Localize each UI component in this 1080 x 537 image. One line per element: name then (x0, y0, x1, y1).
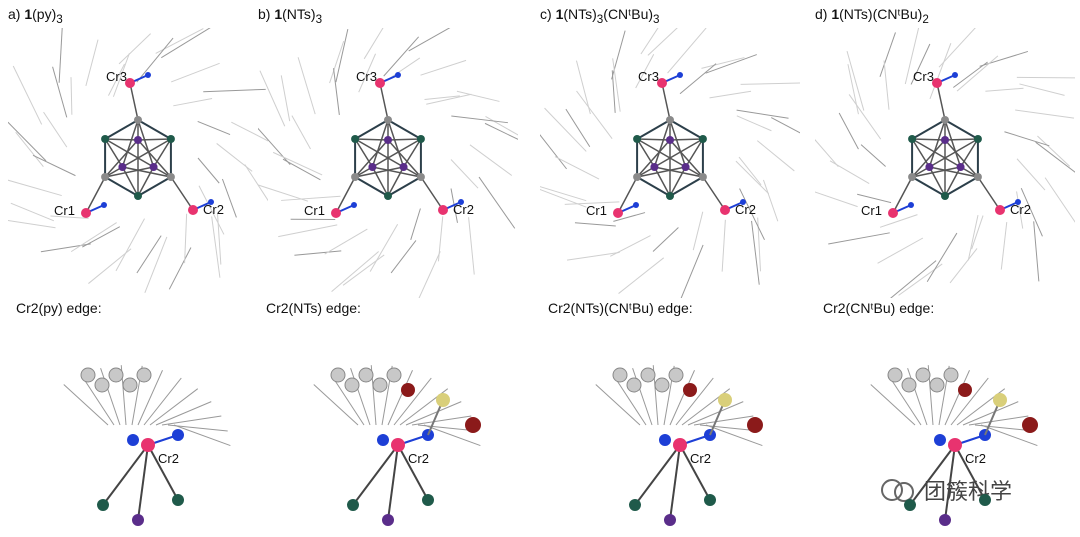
atom (384, 116, 392, 124)
atom (166, 173, 175, 181)
wechat-icon (881, 479, 914, 502)
watermark-text: 团簇科学 (924, 479, 1013, 504)
atom (908, 135, 917, 143)
edge-title: Cr2(CNᵗBu) edge: (823, 300, 935, 316)
panel-letter: d) (815, 6, 828, 22)
cr-label: Cr2 (735, 202, 756, 217)
cr-atom (81, 208, 91, 218)
cr-label: Cr3 (106, 69, 127, 84)
atom (101, 173, 110, 181)
cr-label: Cr2 (408, 451, 429, 466)
atom (973, 173, 982, 181)
panel-letter: c) (540, 6, 552, 22)
edge-structure: Cr2 (313, 365, 481, 526)
cr-label: Cr1 (586, 203, 607, 218)
atom (698, 173, 707, 181)
atom (384, 192, 392, 200)
edge-structure: Cr2 (870, 365, 1038, 526)
atom (973, 135, 982, 143)
ligand: (NTs)(CNᵗBu) (839, 6, 923, 22)
panel-title-b: b) 1(NTs)3 (258, 6, 322, 26)
atom (166, 135, 175, 143)
atom (416, 173, 425, 181)
cr-atom (375, 78, 385, 88)
ligand: (py) (32, 6, 57, 22)
atom (351, 135, 360, 143)
cr-atom (720, 205, 730, 215)
cr-label: Cr2 (1010, 202, 1031, 217)
cr-label: Cr2 (203, 202, 224, 217)
ligand: (NTs) (282, 6, 316, 22)
cr-label: Cr2 (453, 202, 474, 217)
cr-atom (888, 208, 898, 218)
panel-letter: b) (258, 6, 271, 22)
atom (941, 116, 949, 124)
panel-title-d: d) 1(NTs)(CNᵗBu)2 (815, 6, 929, 26)
cr-atom (391, 438, 405, 452)
atom (134, 116, 142, 124)
cr-atom (125, 78, 135, 88)
cr-label: Cr3 (913, 69, 934, 84)
atom (666, 116, 674, 124)
ligand-2: (CNᵗBu) (603, 6, 654, 22)
cr-atom (657, 78, 667, 88)
cr-atom (932, 78, 942, 88)
panel-title-c: c) 1(NTs)3(CNᵗBu)3 (540, 6, 660, 26)
compound-number: 1 (555, 6, 564, 22)
cr-atom (188, 205, 198, 215)
cr-atom (948, 438, 962, 452)
atom (416, 135, 425, 143)
cr-label: Cr1 (54, 203, 75, 218)
compound-number: 1 (831, 6, 840, 22)
cr-atom (331, 208, 341, 218)
cr-atom (438, 205, 448, 215)
cr-label: Cr2 (965, 451, 986, 466)
ligand-count: 3 (596, 12, 604, 26)
ligand-2-count: 3 (653, 12, 660, 26)
cr-label: Cr3 (638, 69, 659, 84)
atom (351, 173, 360, 181)
compound-number: 1 (274, 6, 283, 22)
atom (633, 135, 642, 143)
compound-number: 1 (24, 6, 33, 22)
atom (698, 135, 707, 143)
edge-title: Cr2(NTs) edge: (266, 300, 361, 316)
ligand: (NTs) (563, 6, 597, 22)
cr-atom (141, 438, 155, 452)
edge-structure: Cr2 (63, 365, 231, 526)
panel-title-a: a) 1(py)3 (8, 6, 63, 26)
atom (134, 192, 142, 200)
ligand-count: 3 (315, 12, 323, 26)
ligand-count: 2 (922, 12, 929, 26)
cr-label: Cr1 (861, 203, 882, 218)
cr-label: Cr3 (356, 69, 377, 84)
ligand-count: 3 (56, 12, 63, 26)
edge-structure: Cr2 (595, 365, 763, 526)
edge-title: Cr2(NTs)(CNᵗBu) edge: (548, 300, 693, 316)
edge-title: Cr2(py) edge: (16, 300, 102, 316)
atom (908, 173, 917, 181)
cr-label: Cr2 (158, 451, 179, 466)
atom (666, 192, 674, 200)
cr-atom (995, 205, 1005, 215)
atom (101, 135, 110, 143)
panel-letter: a) (8, 6, 21, 22)
atom (633, 173, 642, 181)
cr-atom (613, 208, 623, 218)
watermark: 团簇科学 (878, 474, 1012, 506)
cr-label: Cr2 (690, 451, 711, 466)
atom (941, 192, 949, 200)
cr-label: Cr1 (304, 203, 325, 218)
cr-atom (673, 438, 687, 452)
